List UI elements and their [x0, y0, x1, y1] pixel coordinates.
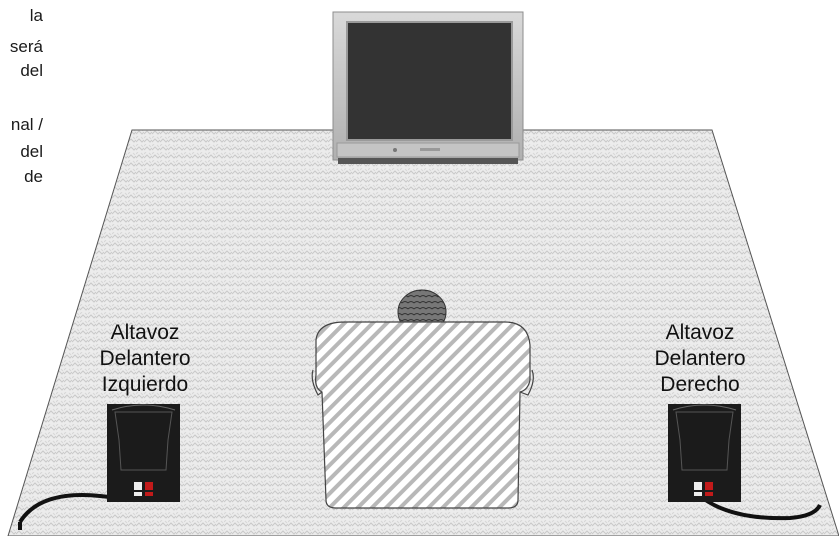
label-line: Derecho [625, 372, 775, 398]
label-line: Delantero [70, 346, 220, 372]
tv-screen [347, 22, 512, 140]
label-line: Delantero [625, 346, 775, 372]
armchair [312, 322, 533, 508]
label-line: Altavoz [625, 320, 775, 346]
left-speaker-label: Altavoz Delantero Izquierdo [70, 320, 220, 398]
right-speaker-label: Altavoz Delantero Derecho [625, 320, 775, 398]
label-line: Altavoz [70, 320, 220, 346]
label-line: Izquierdo [70, 372, 220, 398]
television [333, 12, 523, 164]
